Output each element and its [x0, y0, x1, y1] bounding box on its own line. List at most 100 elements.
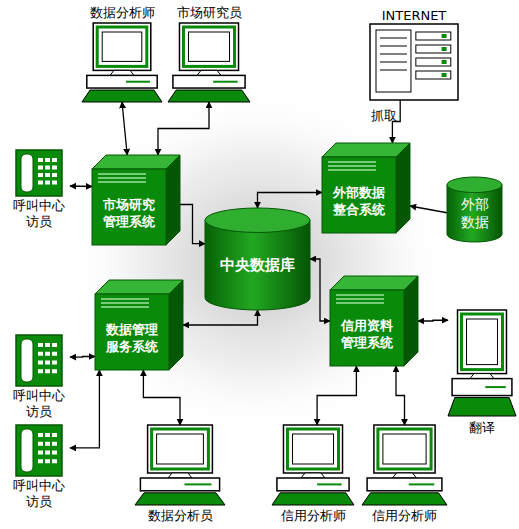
- phone-key: [38, 369, 43, 373]
- connector-arrow: [310, 259, 330, 321]
- phone-body: [16, 425, 62, 476]
- node-label: 中央数据库: [220, 257, 295, 273]
- text-area: 数据管理 服务系统: [95, 310, 169, 366]
- monitor-frame: [283, 425, 342, 473]
- computer-icon: [168, 23, 250, 102]
- phone-icon: [8, 150, 70, 196]
- monitor-rim: [378, 429, 431, 469]
- phone-key: [38, 181, 43, 185]
- database-body: [205, 220, 310, 310]
- text-area: INTERNET: [360, 8, 468, 23]
- database-node: 中央数据库: [205, 208, 310, 310]
- connector-arrow: [143, 370, 180, 425]
- server-stripe: [328, 169, 376, 171]
- phone-key: [52, 451, 57, 455]
- phone-key: [38, 173, 43, 177]
- internet-led: [442, 73, 447, 77]
- server-stripe: [101, 298, 149, 300]
- computer-base: [87, 75, 157, 88]
- monitor-rim: [462, 314, 503, 370]
- monitor-screen: [383, 434, 426, 464]
- text-area: 中央数据库: [205, 232, 310, 297]
- server-side: [166, 155, 180, 245]
- monitor-stand: [393, 473, 417, 478]
- server-top: [330, 276, 418, 290]
- node-label: 数据管理 服务系统: [95, 321, 169, 355]
- node-label: 呼叫中心 访员: [8, 388, 70, 420]
- phone-key: [45, 361, 50, 365]
- server-front: [95, 294, 169, 370]
- phone-key: [52, 442, 57, 446]
- computer-icon: [82, 23, 162, 102]
- phone-key: [38, 459, 43, 463]
- base-slot: [317, 483, 342, 485]
- internet-drive: [416, 32, 451, 40]
- monitor-frame: [458, 310, 507, 374]
- phone-key: [52, 433, 57, 437]
- computer-node: 数据分析师: [82, 4, 162, 102]
- connector-arrow: [258, 193, 323, 209]
- internet-slot: [380, 54, 407, 55]
- cylinder-body: [447, 185, 502, 242]
- internet-panel: [376, 30, 411, 92]
- phone-key: [45, 369, 50, 373]
- phone-body: [16, 335, 62, 386]
- monitor-screen: [467, 319, 498, 365]
- internet-icon: [368, 24, 460, 100]
- server-front: [322, 157, 396, 233]
- phone-key: [38, 433, 43, 437]
- connector-arrow: [317, 366, 356, 425]
- internet-slot: [380, 38, 407, 39]
- server-stripe: [328, 161, 376, 163]
- server-stripe: [328, 165, 376, 167]
- phone-key: [52, 343, 57, 347]
- internet-slot: [380, 62, 407, 63]
- text-area: 外部 数据: [459, 193, 491, 235]
- computer-node: 信用分析师: [362, 425, 447, 525]
- monitor-rim: [152, 429, 209, 469]
- computer-base: [452, 379, 512, 396]
- computer-icon: [448, 310, 516, 416]
- connector-arrow: [410, 206, 447, 213]
- phone-key: [52, 369, 57, 373]
- phone-key: [52, 352, 57, 356]
- text-area: 信用分析师: [354, 506, 455, 525]
- server-front: [92, 169, 166, 245]
- text-area: 呼叫中心 访员: [8, 477, 70, 510]
- phone-handset: [21, 154, 33, 192]
- server-side: [404, 276, 418, 366]
- computer-node: 市场研究员: [168, 4, 250, 102]
- node-label: 翻译: [469, 420, 495, 436]
- phone-handset: [21, 339, 33, 382]
- base-slot: [409, 483, 435, 485]
- monitor-rim: [97, 27, 147, 66]
- server-node: 数据管理 服务系统: [95, 280, 183, 370]
- server-top: [92, 155, 180, 169]
- computer-node: 信用分析师: [272, 425, 354, 525]
- node-label: 市场研究员: [177, 5, 242, 21]
- phone-handset: [21, 429, 33, 472]
- monitor-frame: [179, 23, 238, 70]
- phone-key: [45, 451, 50, 455]
- keyboard: [168, 90, 250, 102]
- connector-arrow: [418, 320, 448, 322]
- keyboard: [82, 90, 162, 102]
- monitor-screen: [292, 434, 333, 464]
- phone-key: [38, 343, 43, 347]
- text-area: 市场研究 管理系统: [92, 185, 166, 241]
- text-area: 数据分析师: [74, 4, 170, 22]
- server-stripe: [336, 294, 384, 296]
- text-area: 呼叫中心 访员: [8, 197, 70, 230]
- keyboard: [448, 398, 516, 416]
- computer-node: 数据分析员: [135, 425, 225, 525]
- base-slot: [213, 81, 238, 83]
- cylinder-top: [447, 177, 502, 193]
- server-stripe: [98, 173, 146, 175]
- database-top: [205, 208, 310, 232]
- server-node: 市场研究 管理系统: [92, 155, 180, 245]
- monitor-frame: [148, 425, 213, 473]
- phone-key: [52, 173, 57, 177]
- server-side: [396, 143, 410, 233]
- monitor-stand: [301, 473, 325, 478]
